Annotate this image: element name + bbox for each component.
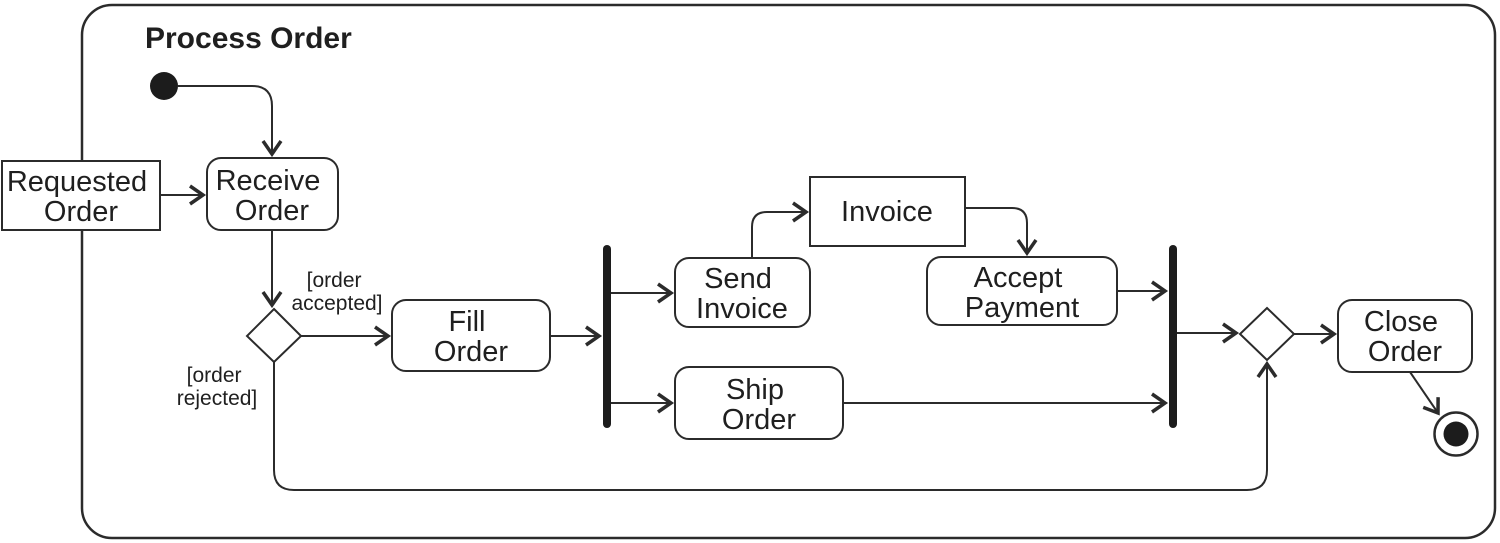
close-order-label: Close Order [1364, 306, 1446, 368]
initial-node [150, 72, 178, 100]
send-invoice-label-line-2: Invoice [696, 293, 788, 325]
invoice-label-line-1: Invoice [841, 196, 933, 228]
fill-order-label: Fill Order [434, 306, 508, 368]
edge-send-invoice-to-invoice [751, 201, 810, 258]
send-invoice-label: Send Invoice [696, 263, 788, 325]
edge-close-order-to-final [1409, 371, 1440, 416]
edge-initial-to-receive-order [178, 85, 283, 158]
edge-decision-to-merge-rejected [273, 360, 1278, 491]
accept-payment-node [926, 256, 1118, 326]
guard-order-rejected-line-1: [order [187, 364, 242, 387]
receive-order-label-line-1: Receive [216, 165, 321, 197]
receive-order-label-line-2: Order [235, 195, 309, 227]
accept-payment-label: Accept Payment [965, 262, 1079, 324]
diagram-title: Process Order [145, 22, 352, 55]
guard-order-accepted: [order accepted] [291, 269, 382, 315]
guard-order-accepted-line-2: accepted] [291, 292, 382, 315]
send-invoice-node [674, 257, 811, 328]
ship-order-label: Ship Order [722, 374, 796, 436]
edge-invoice-to-accept-payment [965, 207, 1038, 257]
requested-order-label: Requested Order [7, 166, 155, 228]
fill-order-node [391, 299, 551, 372]
invoice-label: Invoice [841, 196, 933, 228]
ship-order-label-line-2: Order [722, 404, 796, 436]
send-invoice-label-line-1: Send [704, 263, 772, 295]
decision-diamond [245, 307, 303, 364]
close-order-node [1337, 299, 1473, 373]
merge-diamond [1238, 306, 1296, 362]
close-order-label-line-2: Order [1368, 336, 1442, 368]
ship-order-label-line-1: Ship [726, 374, 784, 406]
guard-order-rejected: [order rejected] [177, 364, 258, 410]
accept-payment-label-line-2: Payment [965, 292, 1079, 324]
invoice-object-node [809, 176, 966, 247]
requested-order-label-line-2: Order [44, 196, 118, 228]
requested-order-node [1, 160, 161, 231]
fill-order-label-line-2: Order [434, 336, 508, 368]
close-order-label-line-1: Close [1364, 306, 1438, 338]
receive-order-label: Receive Order [216, 165, 329, 227]
activity-frame [80, 3, 1497, 540]
guard-order-accepted-line-1: [order [307, 269, 362, 292]
guard-order-rejected-line-2: rejected] [177, 387, 258, 410]
accept-payment-label-line-1: Accept [974, 262, 1063, 294]
requested-order-label-line-1: Requested [7, 166, 147, 198]
fill-order-label-line-1: Fill [448, 306, 485, 338]
receive-order-node [206, 157, 339, 231]
fork-bar [603, 245, 611, 428]
ship-order-node [674, 366, 844, 440]
final-node-core [1443, 421, 1469, 447]
join-bar [1169, 245, 1177, 428]
